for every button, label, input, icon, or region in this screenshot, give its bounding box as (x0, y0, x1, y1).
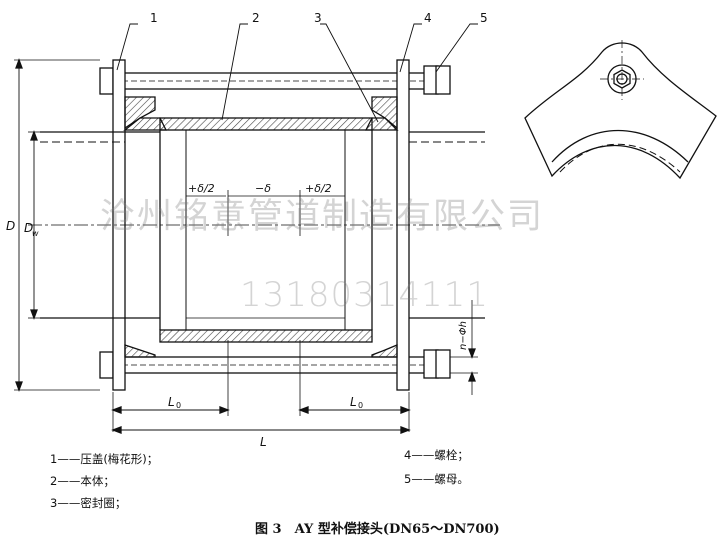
top-nut-right-2 (435, 65, 451, 95)
legend-item-5: 5——螺母。 (404, 472, 469, 486)
callout-3: 3 (314, 11, 322, 25)
callout-4: 4 (424, 11, 432, 25)
dim-D-label: D (6, 219, 15, 233)
pipe-arc-outer (551, 129, 689, 163)
gland-lobe-outline (524, 42, 717, 180)
bottom-nut-right-2 (435, 349, 451, 379)
legend-item-1: 1——压盖(梅花形)； (50, 452, 159, 466)
end-view (524, 40, 717, 180)
bottom-bolt-head-left (99, 351, 114, 379)
callout-1: 1 (150, 11, 158, 25)
right-gland-wedge-bottom (371, 344, 398, 358)
legend-item-4: 4——螺栓； (404, 448, 469, 462)
dim-Dw-label: D (24, 221, 33, 235)
dim-L0-right-label: L (350, 395, 357, 409)
dim-L0-right-subscript: 0 (358, 401, 363, 410)
callout-2: 2 (252, 11, 260, 25)
callout-5: 5 (480, 11, 488, 25)
dim-L-label: L (260, 435, 267, 449)
dim-L0-left-subscript: 0 (176, 401, 181, 410)
top-bolt-head-left (99, 67, 114, 95)
dim-Dw-subscript: w (32, 229, 39, 238)
left-seal-ring-top (123, 117, 168, 131)
left-gland-wedge-bottom (124, 344, 156, 358)
right-seal-ring-top (364, 117, 399, 131)
main-section-view (14, 23, 500, 434)
right-gland-wedge-top (371, 96, 398, 130)
legend-item-3: 3——密封圈； (50, 496, 127, 510)
pipe-arc-dashed (559, 143, 681, 173)
legend-item-2: 2——本体； (50, 474, 115, 488)
side-dim-label: n−Φh (458, 321, 469, 350)
minus-delta-label: −δ (255, 182, 271, 195)
body-sleeve-top (159, 117, 373, 131)
figure-caption: 图 3 AY 型补偿接头(DN65～DN700) (255, 522, 500, 537)
plus-delta-right-label: +δ/2 (305, 182, 332, 195)
body-sleeve-bottom (159, 329, 373, 343)
dim-L0-left-label: L (168, 395, 175, 409)
left-gland-wedge-top (124, 96, 156, 130)
plus-delta-left-label: +δ/2 (188, 182, 215, 195)
